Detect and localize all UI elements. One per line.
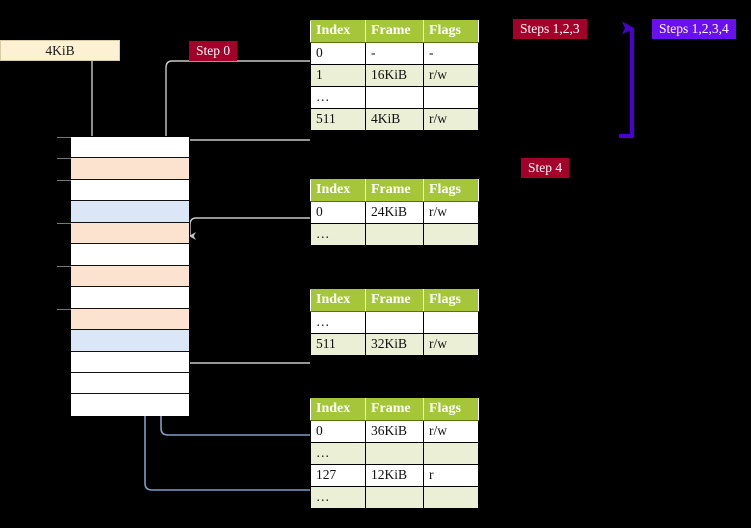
table-row: … <box>310 223 479 246</box>
frame-tick <box>57 308 71 310</box>
cell-index: 0 <box>310 420 366 443</box>
cell-frame: 16KiB <box>365 64 424 87</box>
table-row: 127 12KiB r <box>310 464 479 487</box>
memory-frame-row <box>57 265 189 288</box>
table-row: 0 - - <box>310 42 479 65</box>
column-header-frame: Frame <box>365 20 424 43</box>
page-table-level-1: Index Frame Flags 0 24KiB r/w … <box>310 179 479 246</box>
table-row: … <box>310 442 479 465</box>
cell-flags <box>423 486 479 509</box>
memory-frame-row <box>71 351 189 373</box>
column-header-flags: Flags <box>423 179 479 202</box>
cell-frame <box>365 486 424 509</box>
column-header-flags: Flags <box>423 289 479 312</box>
memory-frame-row <box>71 244 189 266</box>
badge-step-4: Step 4 <box>521 158 570 178</box>
column-header-frame: Frame <box>365 289 424 312</box>
memory-frame-row <box>71 394 189 416</box>
frame-tick <box>57 158 71 160</box>
column-header-frame: Frame <box>365 398 424 421</box>
memory-frame-row <box>71 330 189 352</box>
frame-tick <box>57 222 71 224</box>
cell-frame: 36KiB <box>365 420 424 443</box>
cell-flags: r <box>423 464 479 487</box>
cell-index: 127 <box>310 464 366 487</box>
cell-frame: 4KiB <box>365 108 424 131</box>
cell-flags: r/w <box>423 108 479 131</box>
cell-index: 511 <box>310 333 366 356</box>
kib-size-box: 4KiB <box>0 40 120 61</box>
column-header-frame: Frame <box>365 179 424 202</box>
cell-index: 1 <box>310 64 366 87</box>
table-row: 511 32KiB r/w <box>310 333 479 356</box>
cell-flags <box>423 311 479 334</box>
table-row: … <box>310 86 479 109</box>
column-header-index: Index <box>310 398 366 421</box>
cell-index: … <box>310 223 366 246</box>
cell-frame: 32KiB <box>365 333 424 356</box>
badge-steps-123: Steps 1,2,3 <box>513 19 587 39</box>
table-row: 0 24KiB r/w <box>310 201 479 224</box>
cell-frame <box>365 311 424 334</box>
page-table-level-3: Index Frame Flags 0 36KiB r/w … 127 12Ki… <box>310 398 479 509</box>
kib-size-label: 4KiB <box>45 43 75 58</box>
cell-flags: r/w <box>423 201 479 224</box>
cell-flags: r/w <box>423 333 479 356</box>
cell-frame: - <box>365 42 424 65</box>
page-table-level-0: Index Frame Flags 0 - - 1 16KiB r/w … <box>310 20 479 131</box>
memory-frame-row <box>71 287 189 309</box>
table-row: … <box>310 311 479 334</box>
cell-index: … <box>310 311 366 334</box>
badge-steps-1234: Steps 1,2,3,4 <box>652 19 736 39</box>
column-header-flags: Flags <box>423 398 479 421</box>
cell-frame <box>365 86 424 109</box>
table-row: 1 16KiB r/w <box>310 64 479 87</box>
cell-frame <box>365 442 424 465</box>
memory-frame-row <box>57 308 189 331</box>
memory-frame-row <box>57 137 189 159</box>
frame-tick <box>57 137 71 138</box>
physical-memory-column <box>57 136 190 416</box>
memory-frame-row <box>57 158 189 180</box>
cell-flags: - <box>423 42 479 65</box>
cell-index: … <box>310 486 366 509</box>
badge-step-0: Step 0 <box>189 41 238 61</box>
table-row-highlighted: 511 4KiB r/w <box>310 108 479 131</box>
column-header-index: Index <box>310 179 366 202</box>
cell-flags: r/w <box>423 64 479 87</box>
cell-index: … <box>310 442 366 465</box>
cell-flags <box>423 442 479 465</box>
column-header-index: Index <box>310 20 366 43</box>
column-header-index: Index <box>310 289 366 312</box>
frame-tick <box>57 179 71 181</box>
table-row: … <box>310 486 479 509</box>
table-header-row: Index Frame Flags <box>310 289 479 312</box>
cell-index: … <box>310 86 366 109</box>
cell-index: 0 <box>310 42 366 65</box>
memory-frame-row <box>71 201 189 223</box>
page-table-level-2: Index Frame Flags … 511 32KiB r/w <box>310 289 479 356</box>
table-header-row: Index Frame Flags <box>310 20 479 43</box>
cell-flags: r/w <box>423 420 479 443</box>
cell-flags <box>423 86 479 109</box>
cell-index: 511 <box>310 108 366 131</box>
memory-frame-row <box>71 372 189 395</box>
cell-frame <box>365 223 424 246</box>
memory-frame-row <box>57 179 189 202</box>
cell-frame: 12KiB <box>365 464 424 487</box>
column-header-flags: Flags <box>423 20 479 43</box>
cell-flags <box>423 223 479 246</box>
table-row: 0 36KiB r/w <box>310 420 479 443</box>
cell-frame: 24KiB <box>365 201 424 224</box>
memory-frame-row <box>57 222 189 245</box>
table-header-row: Index Frame Flags <box>310 398 479 421</box>
cell-index: 0 <box>310 201 366 224</box>
table-header-row: Index Frame Flags <box>310 179 479 202</box>
frame-tick <box>57 265 71 267</box>
violet-bracket <box>619 21 634 138</box>
